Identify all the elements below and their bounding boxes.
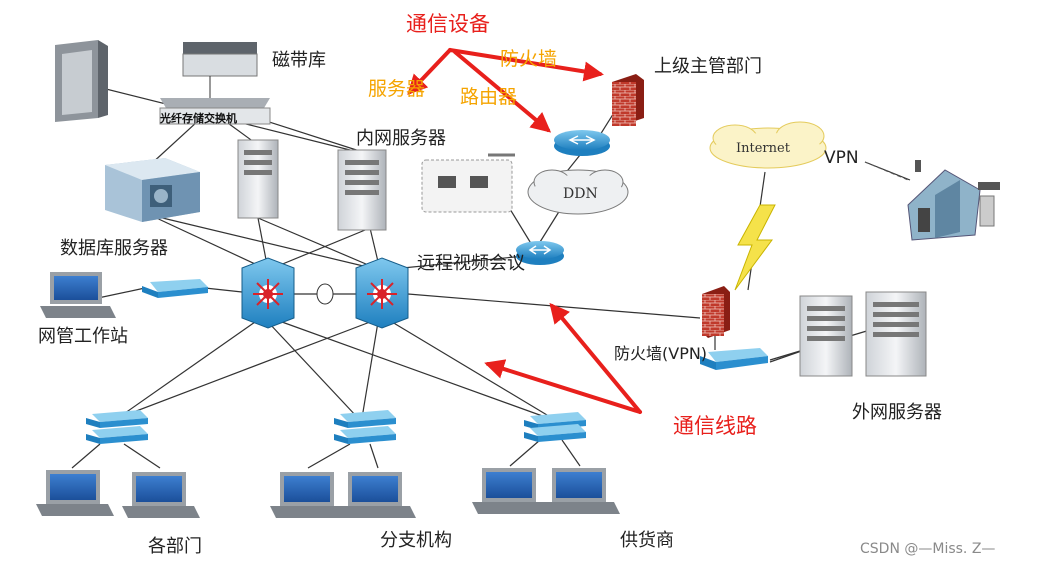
ddn-cloud (527, 169, 629, 215)
vpn-switch (700, 348, 768, 370)
superior-department-label: 上级主管部门 (654, 56, 762, 77)
annotation-router: 路由器 (460, 86, 518, 108)
tape-library (55, 40, 108, 122)
internet-cloud (709, 121, 827, 169)
database-server (105, 158, 200, 222)
annotation-server: 服务器 (368, 78, 426, 100)
firewall-vpn-label: 防火墙(VPN) (614, 344, 708, 363)
firewall-top (612, 74, 644, 126)
suppliers-label: 供货商 (620, 530, 674, 551)
extranet-server-2 (865, 291, 927, 377)
core-switch-left (241, 257, 295, 329)
department-pc-1 (36, 470, 114, 516)
supplier-pc-1 (472, 468, 550, 514)
intranet-server (337, 149, 387, 231)
internet-label: Internet (736, 141, 791, 156)
ddn-label: DDN (563, 186, 598, 202)
vpn-remote-site (864, 160, 1000, 241)
extranet-server-label: 外网服务器 (852, 402, 942, 423)
fc-storage-switch (159, 42, 271, 125)
intranet-server-label: 内网服务器 (356, 128, 446, 149)
router-bottom (516, 241, 564, 265)
firewall-vpn (702, 286, 730, 338)
nms-switch (142, 279, 208, 298)
branch-pc-2 (338, 472, 416, 518)
video-conference-equipment (421, 153, 515, 213)
branches-label: 分支机构 (380, 530, 452, 551)
tape-library-label: 磁带库 (272, 50, 326, 71)
lightning-icon (734, 204, 776, 291)
core-switch-right (355, 257, 409, 329)
database-server-label: 数据库服务器 (60, 238, 168, 259)
annotation-arrows (407, 48, 642, 414)
annotation-comm-equipment: 通信设备 (406, 12, 490, 36)
extranet-server-1 (799, 295, 853, 377)
vpn-label: VPN (824, 148, 859, 168)
nms-workstation-computer (40, 272, 116, 318)
supplier-switch (524, 412, 586, 442)
annotation-comm-lines: 通信线路 (673, 414, 757, 438)
department-switch (86, 410, 148, 444)
video-conference-label: 远程视频会议 (417, 253, 525, 274)
department-pc-2 (122, 472, 200, 518)
router-top (554, 130, 610, 156)
branch-switch (334, 410, 396, 444)
branch-pc-1 (270, 472, 348, 518)
watermark: CSDN @—Miss. Z— (860, 541, 996, 557)
nms-workstation-label: 网管工作站 (38, 326, 128, 347)
server-tower-1 (237, 139, 279, 219)
departments-label: 各部门 (148, 536, 202, 557)
fc-switch-label: 光纤存储交换机 (159, 111, 237, 125)
annotation-firewall: 防火墙 (500, 48, 558, 70)
supplier-pc-2 (542, 468, 620, 514)
link-aggregation-icon (316, 283, 334, 305)
